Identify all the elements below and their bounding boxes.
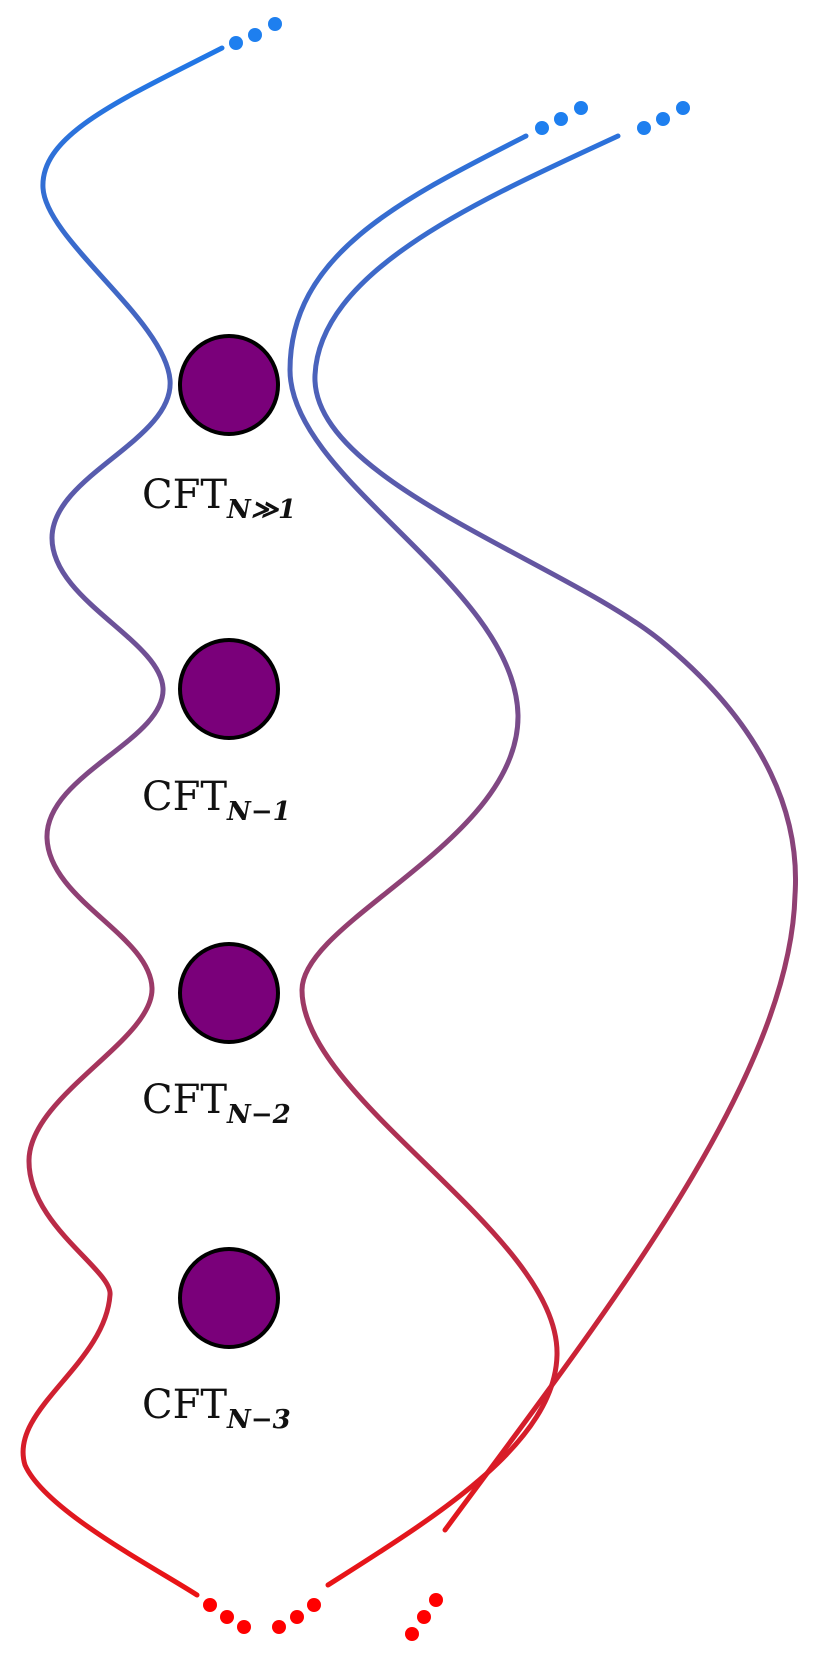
- cft-node-circle: [178, 1247, 280, 1349]
- top-ellipsis-1: [229, 17, 282, 50]
- ellipsis-icon: [290, 1610, 304, 1624]
- cft-node-label: CFTN≫1: [142, 472, 296, 525]
- cft-node-3: CFTN−2: [142, 942, 291, 1130]
- flow-line-left: [20, 45, 225, 1598]
- cft-node-circle: [178, 638, 280, 740]
- ellipsis-icon: [574, 101, 588, 115]
- cft-node-label: CFTN−2: [142, 1077, 291, 1130]
- top-ellipsis-2: [535, 101, 588, 135]
- cft-node-4: CFTN−3: [142, 1247, 291, 1435]
- ellipsis-icon: [429, 1593, 443, 1607]
- bottom-ellipsis-2: [272, 1598, 321, 1634]
- flow-line-middle: [287, 133, 560, 1588]
- ellipsis-icon: [229, 36, 243, 50]
- ellipsis-icon: [203, 1598, 217, 1612]
- ellipsis-icon: [237, 1620, 251, 1634]
- flow-line-right: [312, 133, 799, 1533]
- ellipsis-icon: [417, 1610, 431, 1624]
- cft-node-circle: [178, 942, 280, 1044]
- ellipsis-icon: [637, 121, 651, 135]
- ellipsis-icon: [676, 101, 690, 115]
- ellipsis-icon: [248, 28, 262, 42]
- ellipsis-icon: [535, 121, 549, 135]
- bottom-ellipsis-3: [405, 1593, 443, 1641]
- cft-node-1: CFTN≫1: [142, 334, 296, 525]
- ellipsis-icon: [656, 112, 670, 126]
- top-ellipsis-3: [637, 101, 690, 135]
- ellipsis-icon: [307, 1598, 321, 1612]
- cft-node-2: CFTN−1: [142, 638, 291, 827]
- ellipsis-icon: [554, 112, 568, 126]
- ellipsis-icon: [272, 1620, 286, 1634]
- ellipsis-icon: [220, 1610, 234, 1624]
- cft-node-label: CFTN−3: [142, 1382, 291, 1435]
- bottom-ellipsis-1: [203, 1598, 251, 1634]
- ellipsis-icon: [405, 1627, 419, 1641]
- cft-node-label: CFTN−1: [142, 774, 291, 827]
- ellipsis-icon: [268, 17, 282, 31]
- cft-node-circle: [178, 334, 280, 436]
